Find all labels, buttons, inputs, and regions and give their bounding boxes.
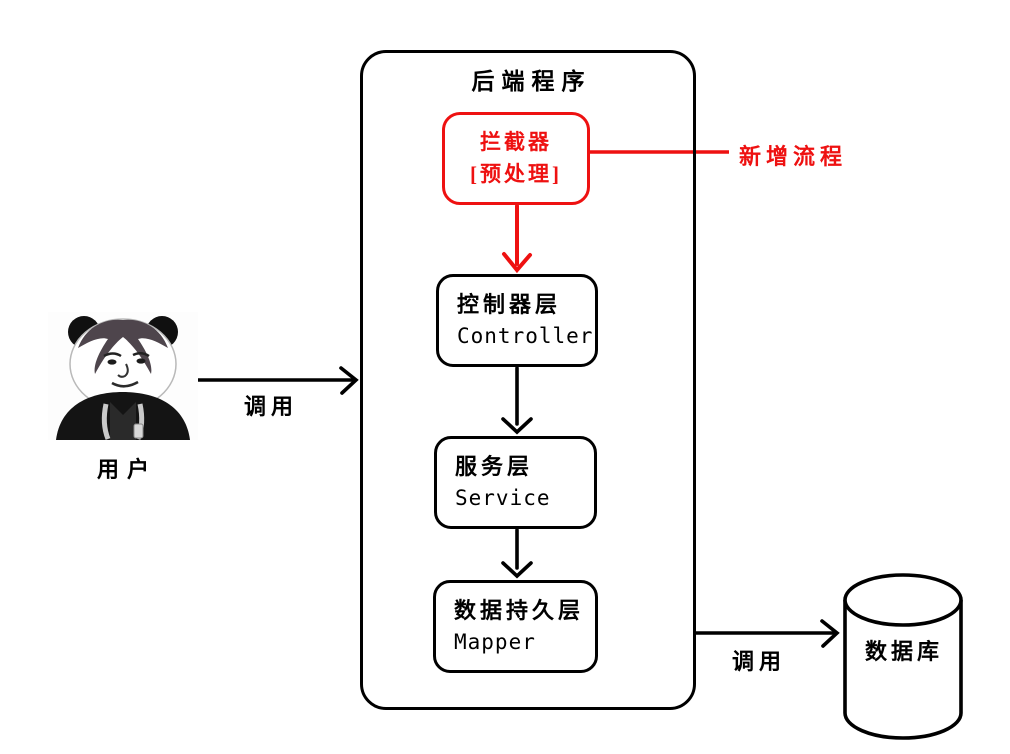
controller-subtitle: Controller: [457, 324, 594, 349]
interceptor-title: 拦截器: [480, 130, 552, 154]
database-label: 数据库: [864, 639, 943, 664]
service-subtitle: Service: [455, 486, 551, 511]
mapper-subtitle: Mapper: [454, 630, 536, 655]
call-label-backend-to-database: 调用: [731, 649, 786, 674]
call-label-user-to-backend: 调用: [243, 394, 298, 419]
interceptor-subtitle: [预处理]: [470, 161, 562, 186]
backend-program-box: [360, 50, 696, 710]
controller-node: 控制器层 Controller: [436, 274, 598, 367]
arrow-backend-to-database: [694, 619, 840, 648]
mapper-title: 数据持久层: [454, 598, 585, 624]
user-label: 用户: [96, 457, 157, 482]
panda-user-avatar-icon: [48, 312, 198, 440]
mapper-node: 数据持久层 Mapper: [433, 580, 598, 673]
controller-title: 控制器层: [457, 292, 562, 318]
new-flow-label: 新增流程: [739, 144, 848, 169]
backend-program-title: 后端程序: [471, 69, 592, 94]
service-title: 服务层: [455, 454, 534, 480]
service-node: 服务层 Service: [434, 436, 597, 529]
interceptor-node: 拦截器 [预处理]: [442, 112, 590, 205]
